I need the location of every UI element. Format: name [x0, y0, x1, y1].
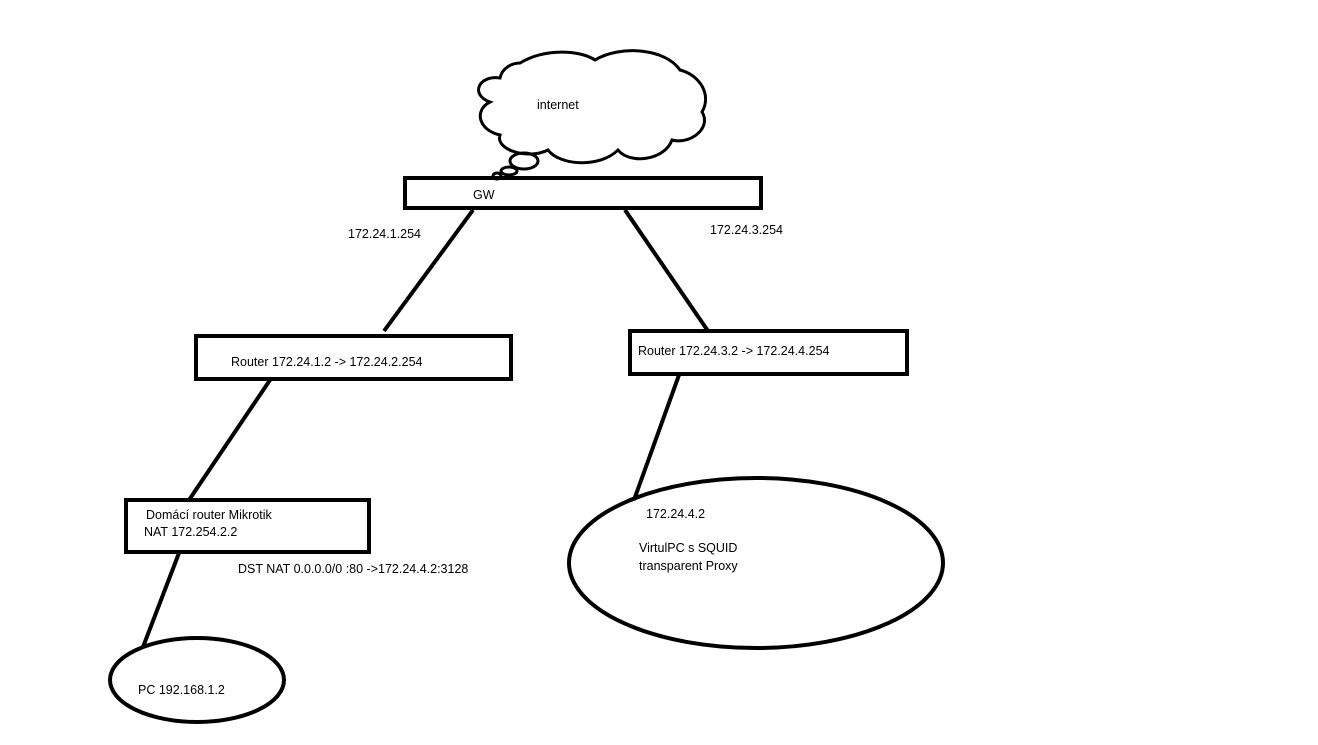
gw-box	[403, 176, 763, 210]
proxy-line1: VirtulPC s SQUID	[639, 541, 737, 555]
router-right-box	[628, 329, 909, 376]
router-left-node: Router 172.24.1.2 -> 172.24.2.254	[194, 334, 513, 381]
link-home-router-pc	[141, 552, 181, 648]
router-right-node: Router 172.24.3.2 -> 172.24.4.254	[628, 329, 909, 376]
cloud-icon	[477, 49, 708, 165]
gw-right-ip: 172.24.3.254	[710, 223, 783, 237]
pc-label: PC 192.168.1.2	[138, 683, 225, 697]
cloud-bubble-small	[499, 165, 519, 177]
internet-label: internet	[537, 98, 579, 112]
gw-left-ip: 172.24.1.254	[348, 227, 421, 241]
home-router-node: Domácí router Mikrotik NAT 172.254.2.2	[124, 498, 371, 554]
internet-cloud: internet	[477, 49, 708, 181]
pc-ellipse	[108, 636, 286, 724]
router-left-label: Router 172.24.1.2 -> 172.24.2.254	[231, 355, 423, 369]
link-gw-router-right	[623, 208, 710, 333]
cloud-bubble-large	[508, 151, 540, 171]
router-left-box	[194, 334, 513, 381]
connections	[141, 208, 710, 648]
proxy-ip: 172.24.4.2	[646, 507, 705, 521]
router-right-label: Router 172.24.3.2 -> 172.24.4.254	[638, 344, 830, 358]
home-router-line2: NAT 172.254.2.2	[144, 525, 237, 539]
link-gw-router-left	[382, 208, 475, 333]
proxy-ellipse	[567, 476, 945, 650]
home-router-box	[124, 498, 371, 554]
pc-node: PC 192.168.1.2	[108, 636, 286, 724]
link-router-right-proxy	[632, 374, 681, 501]
link-router-left-home-router	[187, 378, 272, 502]
dst-nat-rule: DST NAT 0.0.0.0/0 :80 ->172.24.4.2:3128	[238, 562, 468, 576]
proxy-node: 172.24.4.2 VirtulPC s SQUID transparent …	[567, 476, 945, 650]
gw-node: GW	[403, 176, 763, 210]
gw-label: GW	[473, 188, 495, 202]
home-router-line1: Domácí router Mikrotik	[146, 508, 272, 522]
proxy-line2: transparent Proxy	[639, 559, 738, 573]
